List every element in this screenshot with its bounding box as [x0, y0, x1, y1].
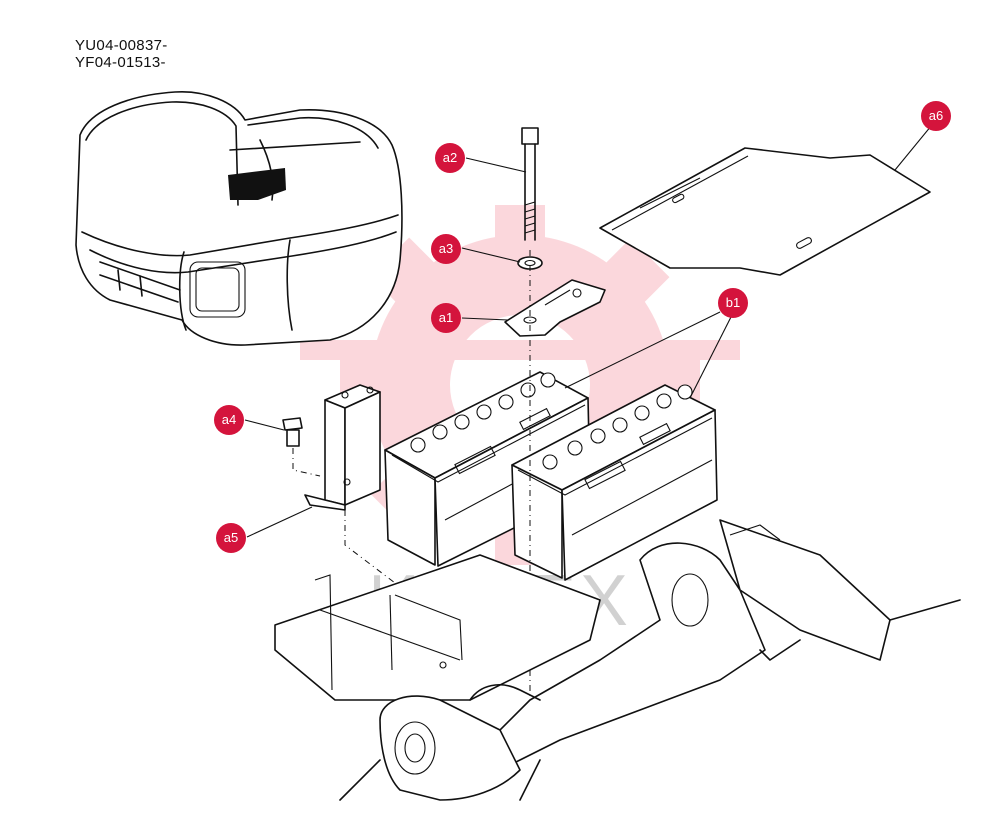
serial-range-2: YF04-01513- — [75, 54, 166, 71]
battery-hold-bolt — [521, 127, 539, 241]
bracket-bolt — [282, 417, 321, 477]
callout-a5[interactable]: a5 — [216, 523, 246, 553]
battery-bracket — [304, 384, 381, 511]
callout-a1[interactable]: a1 — [431, 303, 461, 333]
battery-cover-plate — [599, 147, 931, 276]
machine-frame — [274, 519, 961, 801]
callout-a6[interactable]: a6 — [921, 101, 951, 131]
machine-canopy — [75, 91, 403, 346]
callout-a2[interactable]: a2 — [435, 143, 465, 173]
callout-a3[interactable]: a3 — [431, 234, 461, 264]
battery-clamp-plate — [504, 279, 606, 337]
serial-range-1: YU04-00837- — [75, 37, 168, 54]
battery-right — [511, 384, 718, 581]
callout-b1[interactable]: b1 — [718, 288, 748, 318]
callout-a4[interactable]: a4 — [214, 405, 244, 435]
callout-leaders — [244, 119, 937, 538]
